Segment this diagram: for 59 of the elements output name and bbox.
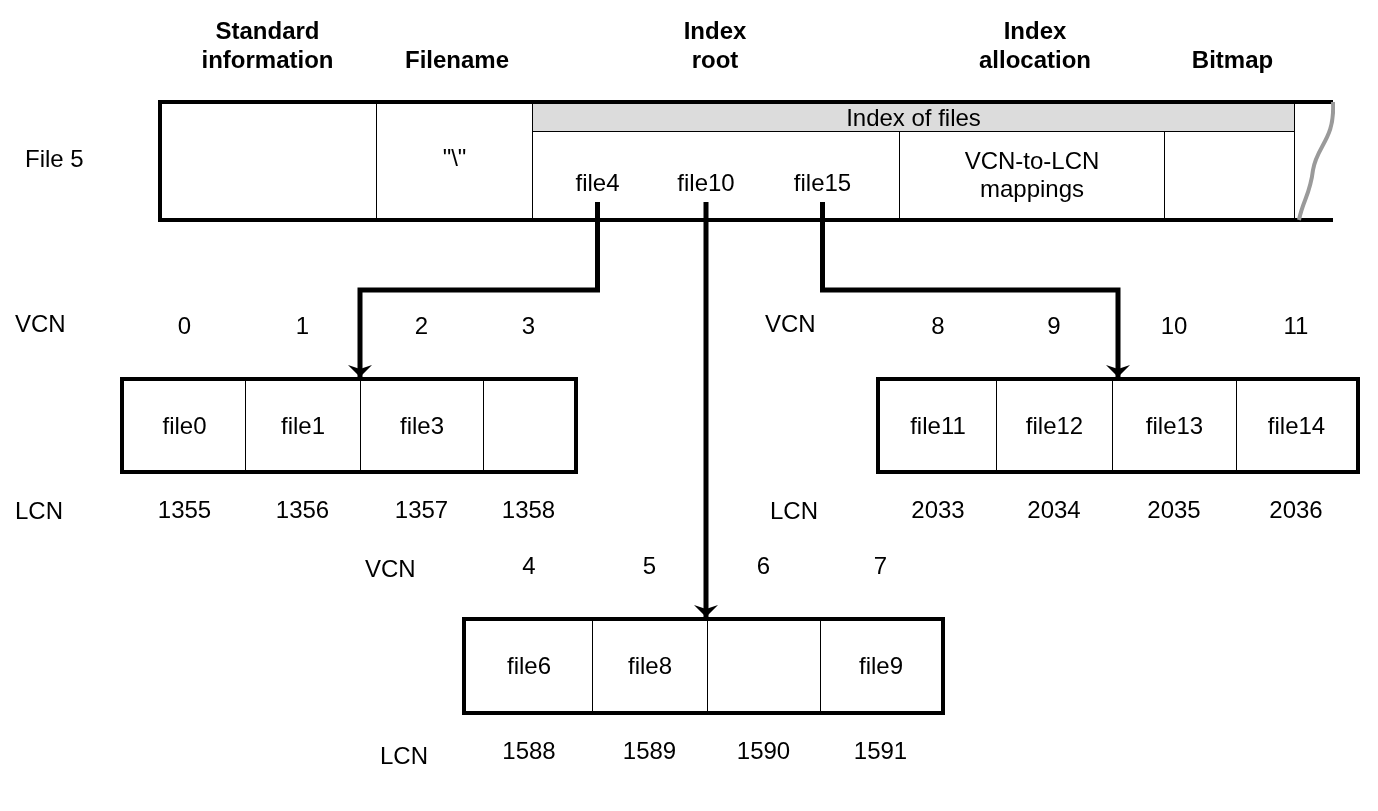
lcn-number: 2036 (1268, 496, 1324, 524)
lcn-number: 1591 (852, 737, 909, 765)
field-value: file3 (400, 411, 444, 440)
lcn-number: 1588 (501, 737, 557, 765)
lcn-number: 1358 (500, 496, 557, 524)
lcn-number: 2034 (1026, 496, 1082, 524)
arrow (694, 202, 718, 617)
lcn-number: 1357 (393, 496, 450, 524)
field-value: file0 (162, 411, 207, 440)
vcn-number: 5 (641, 552, 658, 580)
lcn-number: 2035 (1146, 496, 1202, 524)
arrow (820, 202, 1130, 377)
field-heading: Bitmap (1190, 45, 1275, 74)
lcn-number: 1590 (735, 737, 792, 765)
file-name: file10 (677, 169, 735, 197)
lcn-number: 1589 (621, 737, 678, 765)
cluster-run (876, 377, 1360, 474)
vcn-number: 0 (176, 312, 193, 340)
field-value: file14 (1267, 411, 1326, 440)
vcn-number: 2 (413, 312, 430, 340)
index-band (533, 104, 1295, 132)
arrow (348, 202, 600, 377)
field-value: "\" (441, 144, 468, 172)
vcn-number: 9 (1046, 312, 1062, 340)
axis-label: VCN (365, 555, 416, 583)
record-label: File 5 (25, 145, 84, 173)
vcn-number: 1 (294, 312, 311, 340)
field-value: file1 (281, 411, 325, 440)
cluster-run (462, 617, 945, 715)
vcn-number: 4 (521, 552, 537, 580)
band-label: Index of files (846, 103, 981, 132)
lcn-number: 2033 (910, 496, 966, 524)
field-value: file13 (1145, 411, 1204, 440)
field-heading: Index root (682, 16, 748, 74)
axis-label: LCN (15, 497, 63, 525)
lcn-number: 1355 (156, 496, 213, 524)
field-value: file8 (628, 652, 672, 680)
field-value: file6 (507, 652, 551, 680)
vcn-number: 7 (872, 552, 889, 580)
axis-label: LCN (770, 497, 818, 525)
vcn-number: 8 (930, 312, 946, 340)
field-heading: Index allocation (978, 16, 1092, 74)
file-name: file4 (575, 169, 620, 197)
field-heading: Filename (403, 45, 510, 74)
field-value: VCN-to-LCN mappings (963, 147, 1101, 203)
field-value: file12 (1025, 411, 1084, 440)
vcn-number: 6 (755, 552, 772, 580)
field-heading: Standard information (200, 16, 335, 74)
file-name: file15 (793, 169, 852, 197)
lcn-number: 1356 (274, 496, 331, 524)
axis-label: VCN (765, 310, 816, 338)
axis-label: VCN (15, 310, 66, 338)
field-value: file11 (910, 411, 966, 440)
vcn-number: 3 (520, 312, 537, 340)
cluster-run (120, 377, 578, 474)
vcn-number: 10 (1159, 312, 1189, 340)
vcn-number: 11 (1282, 312, 1310, 340)
axis-label: LCN (380, 742, 428, 770)
field-value: file9 (859, 652, 903, 680)
